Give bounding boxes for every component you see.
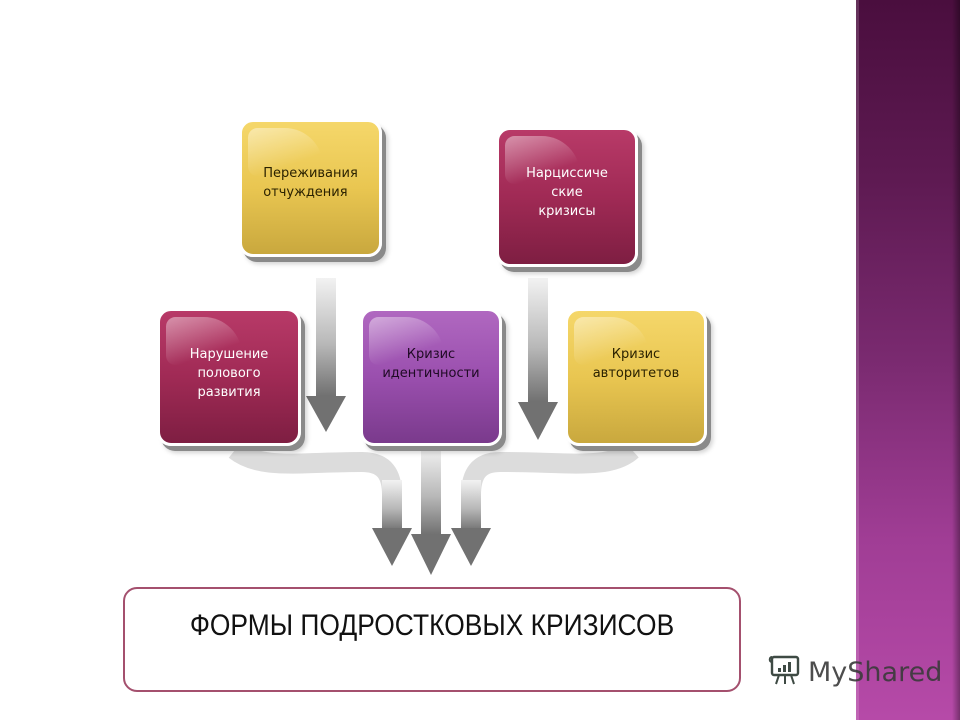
diagram: Переживания отчуждения Нарциссиче ские к…: [123, 119, 741, 692]
sidebar-edge: [856, 0, 859, 720]
arrow-sexual-development-merge: [228, 441, 412, 566]
box-narcissistic: Нарциссиче ские кризисы: [496, 127, 638, 267]
arrow-identity-merge: [411, 448, 451, 575]
watermark-label: MyShared: [808, 656, 943, 688]
box-sexual-development: Нарушение полового развития: [157, 308, 301, 446]
page-title: ФОРМЫ ПОДРОСТКОВЫХ КРИЗИСОВ: [189, 609, 675, 642]
box-sexual-development-label: Нарушение полового развития: [189, 347, 269, 400]
arrows-layer: [228, 278, 639, 575]
box-alienation: Переживания отчуждения: [239, 119, 382, 257]
box-authority-label: Кризис авторитетов: [592, 347, 680, 381]
box-identity-label: Кризис идентичности: [382, 347, 480, 381]
title-box: ФОРМЫ ПОДРОСТКОВЫХ КРИЗИСОВ: [123, 587, 741, 692]
box-identity: Кризис идентичности: [360, 308, 502, 446]
presentation-board-icon: [768, 653, 802, 691]
decorative-sidebar: [856, 0, 960, 720]
arrow-authority-merge: [451, 442, 639, 566]
arrow-narcissistic-down: [518, 278, 558, 440]
arrow-alienation-down: [306, 278, 346, 432]
box-alienation-label: Переживания отчуждения: [263, 166, 358, 200]
box-authority: Кризис авторитетов: [565, 308, 707, 446]
box-narcissistic-label: Нарциссиче ские кризисы: [526, 166, 608, 219]
watermark: MyShared: [768, 654, 942, 690]
